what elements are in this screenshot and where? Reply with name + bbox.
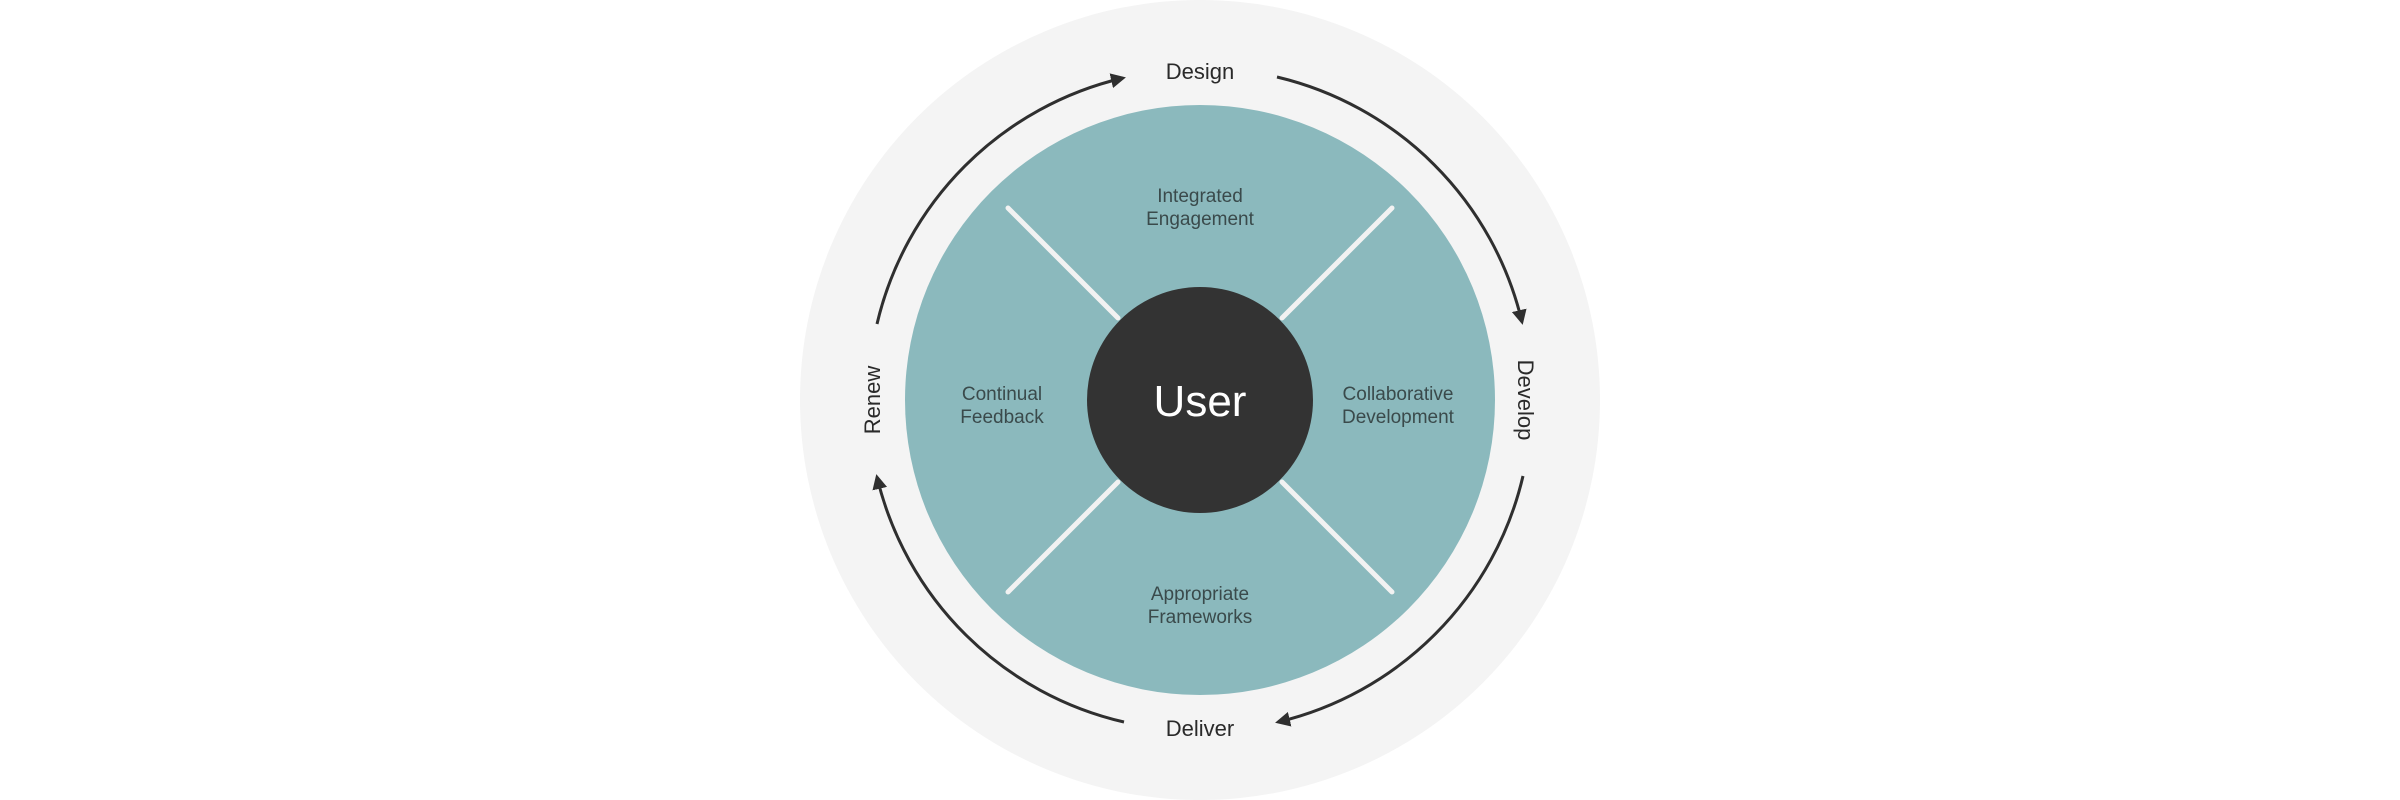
divider-bottom-left (1005, 479, 1121, 595)
arrow-design-to-develop (1276, 75, 1527, 325)
divider-bottom-right (1279, 479, 1395, 595)
stage-design: Design (1166, 59, 1234, 84)
quadrant-bottom-line2: Frameworks (1148, 607, 1253, 628)
quadrant-right-line1: Collaborative (1343, 384, 1454, 405)
quadrant-right-line2: Development (1342, 407, 1455, 428)
stage-renew: Renew (860, 366, 885, 435)
center-circle (1087, 287, 1313, 513)
divider-top-left (1005, 205, 1121, 321)
arrow-deliver-to-renew (872, 474, 1125, 724)
divider-top-right (1279, 205, 1395, 321)
stage-develop: Develop (1513, 360, 1538, 441)
quadrant-top-line2: Engagement (1146, 209, 1254, 230)
arrow-renew-to-design (875, 73, 1126, 325)
quadrant-top-line1: Integrated (1157, 186, 1243, 207)
quadrant-left-line1: Continual (962, 384, 1042, 405)
arrow-develop-to-deliver (1275, 475, 1525, 727)
quadrant-bottom-line1: Appropriate (1151, 584, 1249, 605)
center-label: User (1154, 377, 1247, 426)
quadrant-left-line2: Feedback (960, 407, 1044, 428)
stage-deliver: Deliver (1166, 716, 1234, 741)
